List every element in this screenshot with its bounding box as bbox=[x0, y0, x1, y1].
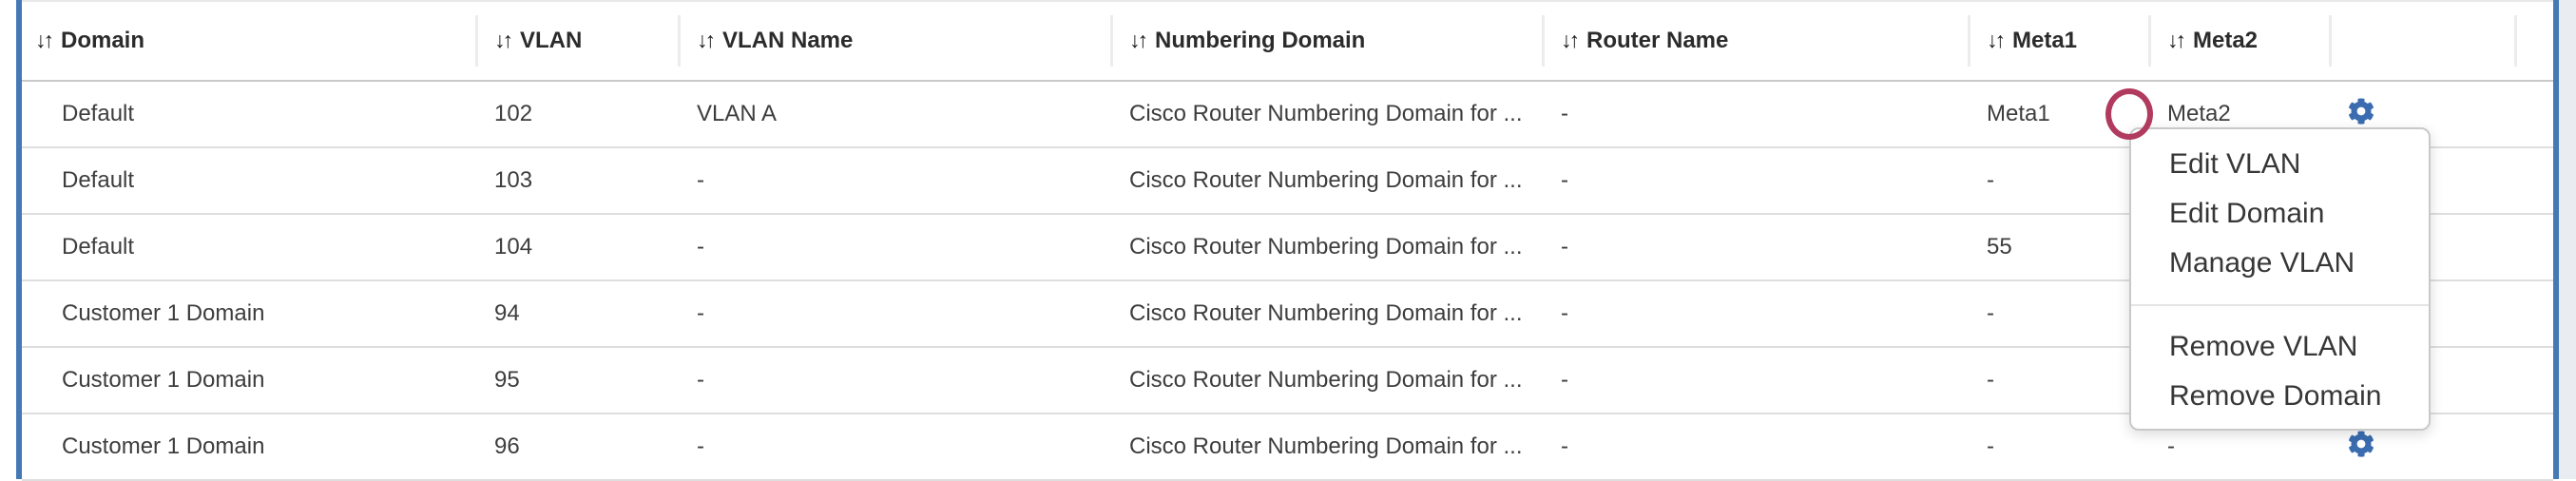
cell-domain: Default bbox=[22, 214, 475, 281]
sort-icon: ↓↑ bbox=[697, 28, 716, 52]
cell-meta1: - bbox=[1968, 280, 2148, 348]
annotation-circle bbox=[2105, 88, 2153, 140]
cell-router-name: - bbox=[1542, 214, 1968, 281]
context-menu: Edit VLAN Edit Domain Manage VLAN Remove… bbox=[2129, 127, 2431, 431]
cell-domain: Customer 1 Domain bbox=[22, 347, 475, 414]
column-header-meta1[interactable]: ↓↑Meta1 bbox=[1968, 0, 2148, 82]
cell-router-name: - bbox=[1542, 414, 1968, 481]
panel-left-border bbox=[16, 0, 22, 479]
cell-domain: Default bbox=[22, 147, 475, 215]
column-header-router-name[interactable]: ↓↑Router Name bbox=[1542, 0, 1968, 82]
cell-meta1: - bbox=[1968, 147, 2148, 215]
gear-icon[interactable] bbox=[2348, 430, 2374, 457]
cell-vlan-name: - bbox=[678, 280, 1110, 348]
page-background-strip bbox=[2559, 0, 2576, 479]
cell-numbering-domain: Cisco Router Numbering Domain for ... bbox=[1110, 214, 1542, 281]
table-row[interactable]: Customer 1 Domain 95 - Cisco Router Numb… bbox=[22, 347, 2553, 414]
menu-item-remove-domain[interactable]: Remove Domain bbox=[2169, 380, 2382, 412]
cell-numbering-domain: Cisco Router Numbering Domain for ... bbox=[1110, 347, 1542, 414]
column-label: Domain bbox=[61, 28, 145, 53]
sort-icon: ↓↑ bbox=[1987, 28, 2006, 52]
table-row[interactable]: Customer 1 Domain 96 - Cisco Router Numb… bbox=[22, 414, 2553, 481]
cell-router-name: - bbox=[1542, 280, 1968, 348]
menu-item-manage-vlan[interactable]: Manage VLAN bbox=[2169, 247, 2355, 279]
menu-item-edit-vlan[interactable]: Edit VLAN bbox=[2169, 148, 2301, 180]
column-label: Meta1 bbox=[2012, 28, 2078, 53]
sort-icon: ↓↑ bbox=[2167, 28, 2186, 52]
menu-item-edit-domain[interactable]: Edit Domain bbox=[2169, 198, 2325, 229]
cell-numbering-domain: Cisco Router Numbering Domain for ... bbox=[1110, 147, 1542, 215]
cell-vlan: 95 bbox=[475, 347, 678, 414]
cell-router-name: - bbox=[1542, 81, 1968, 148]
cell-domain: Customer 1 Domain bbox=[22, 414, 475, 481]
menu-item-remove-vlan[interactable]: Remove VLAN bbox=[2169, 331, 2358, 362]
column-header-domain[interactable]: ↓↑ Domain bbox=[22, 0, 475, 82]
cell-router-name: - bbox=[1542, 347, 1968, 414]
gear-icon[interactable] bbox=[2348, 97, 2374, 125]
cell-router-name: - bbox=[1542, 147, 1968, 215]
cell-vlan: 104 bbox=[475, 214, 678, 281]
cell-vlan-name: - bbox=[678, 147, 1110, 215]
cell-domain: Customer 1 Domain bbox=[22, 280, 475, 348]
column-header-actions bbox=[2329, 0, 2553, 82]
cell-vlan-name: - bbox=[678, 414, 1110, 481]
cell-vlan: 102 bbox=[475, 81, 678, 148]
cell-vlan: 96 bbox=[475, 414, 678, 481]
table-header-row: ↓↑Domain ↓↑VLAN ↓↑VLAN Name ↓↑Numbering … bbox=[22, 0, 2553, 82]
cell-meta1: 55 bbox=[1968, 214, 2148, 281]
cell-meta1: - bbox=[1968, 347, 2148, 414]
cell-numbering-domain: Cisco Router Numbering Domain for ... bbox=[1110, 81, 1542, 148]
sort-icon: ↓↑ bbox=[1129, 28, 1148, 52]
cell-numbering-domain: Cisco Router Numbering Domain for ... bbox=[1110, 414, 1542, 481]
cell-vlan: 94 bbox=[475, 280, 678, 348]
menu-divider bbox=[2131, 304, 2429, 306]
cell-domain: Default bbox=[22, 81, 475, 148]
cell-numbering-domain: Cisco Router Numbering Domain for ... bbox=[1110, 280, 1542, 348]
sort-icon: ↓↑ bbox=[494, 28, 513, 52]
column-header-vlan[interactable]: ↓↑ VLAN bbox=[475, 0, 678, 82]
column-header-meta2[interactable]: ↓↑ Meta2 bbox=[2148, 0, 2329, 82]
column-label: VLAN bbox=[520, 28, 583, 53]
sort-icon: ↓↑ bbox=[1561, 28, 1580, 52]
cell-vlan-name: - bbox=[678, 214, 1110, 281]
cell-vlan-name: - bbox=[678, 347, 1110, 414]
sort-icon: ↓↑ bbox=[35, 28, 54, 52]
column-label: Meta2 bbox=[2193, 28, 2259, 53]
column-header-vlan-name[interactable]: ↓↑VLAN Name bbox=[678, 0, 1110, 82]
column-label: Router Name bbox=[1586, 28, 1729, 53]
panel-right-border bbox=[2553, 0, 2559, 479]
cell-vlan: 103 bbox=[475, 147, 678, 215]
cell-meta1: - bbox=[1968, 414, 2148, 481]
column-header-numbering-domain[interactable]: ↓↑ Numbering Domain bbox=[1110, 0, 1542, 82]
cell-vlan-name: VLAN A bbox=[678, 81, 1110, 148]
column-label: VLAN Name bbox=[722, 28, 854, 53]
column-label: Numbering Domain bbox=[1155, 28, 1366, 53]
